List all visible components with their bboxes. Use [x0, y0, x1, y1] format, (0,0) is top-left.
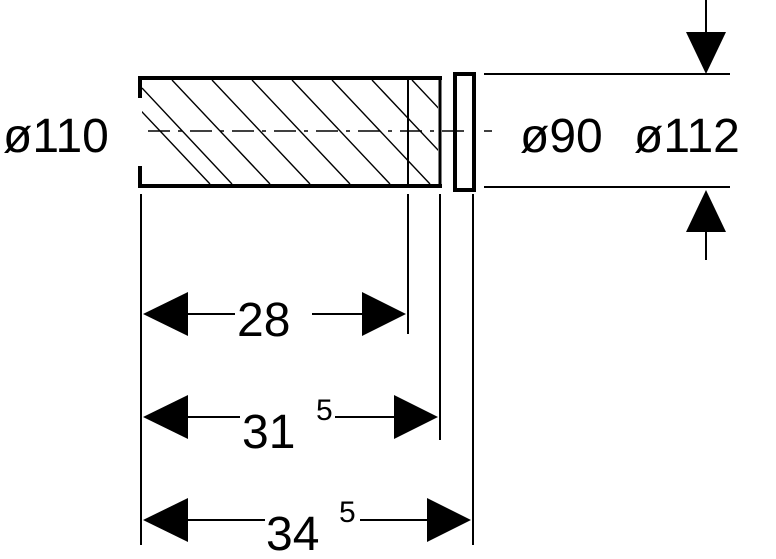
dimension-34-5: 34 5	[143, 496, 471, 559]
dimension-34-5-label: 34	[266, 508, 319, 559]
right-reference-lines	[484, 73, 730, 188]
dimension-28: 28	[143, 292, 406, 347]
extension-lines	[140, 194, 474, 545]
hatching	[142, 80, 438, 184]
right-dimension-arrows	[686, 0, 726, 260]
dimension-31-5-superscript: 5	[316, 394, 333, 427]
dimension-28-label: 28	[237, 294, 290, 347]
diameter-outer-label: ø112	[634, 110, 740, 163]
pipe-end-flange	[453, 72, 476, 192]
dimension-34-5-superscript: 5	[339, 496, 356, 529]
pipe-body	[138, 76, 442, 188]
diameter-inner-label: ø90	[520, 110, 603, 163]
diameter-left-label: ø110	[3, 110, 109, 163]
dimension-31-5: 31 5	[143, 394, 438, 459]
dimension-31-5-label: 31	[242, 406, 295, 459]
